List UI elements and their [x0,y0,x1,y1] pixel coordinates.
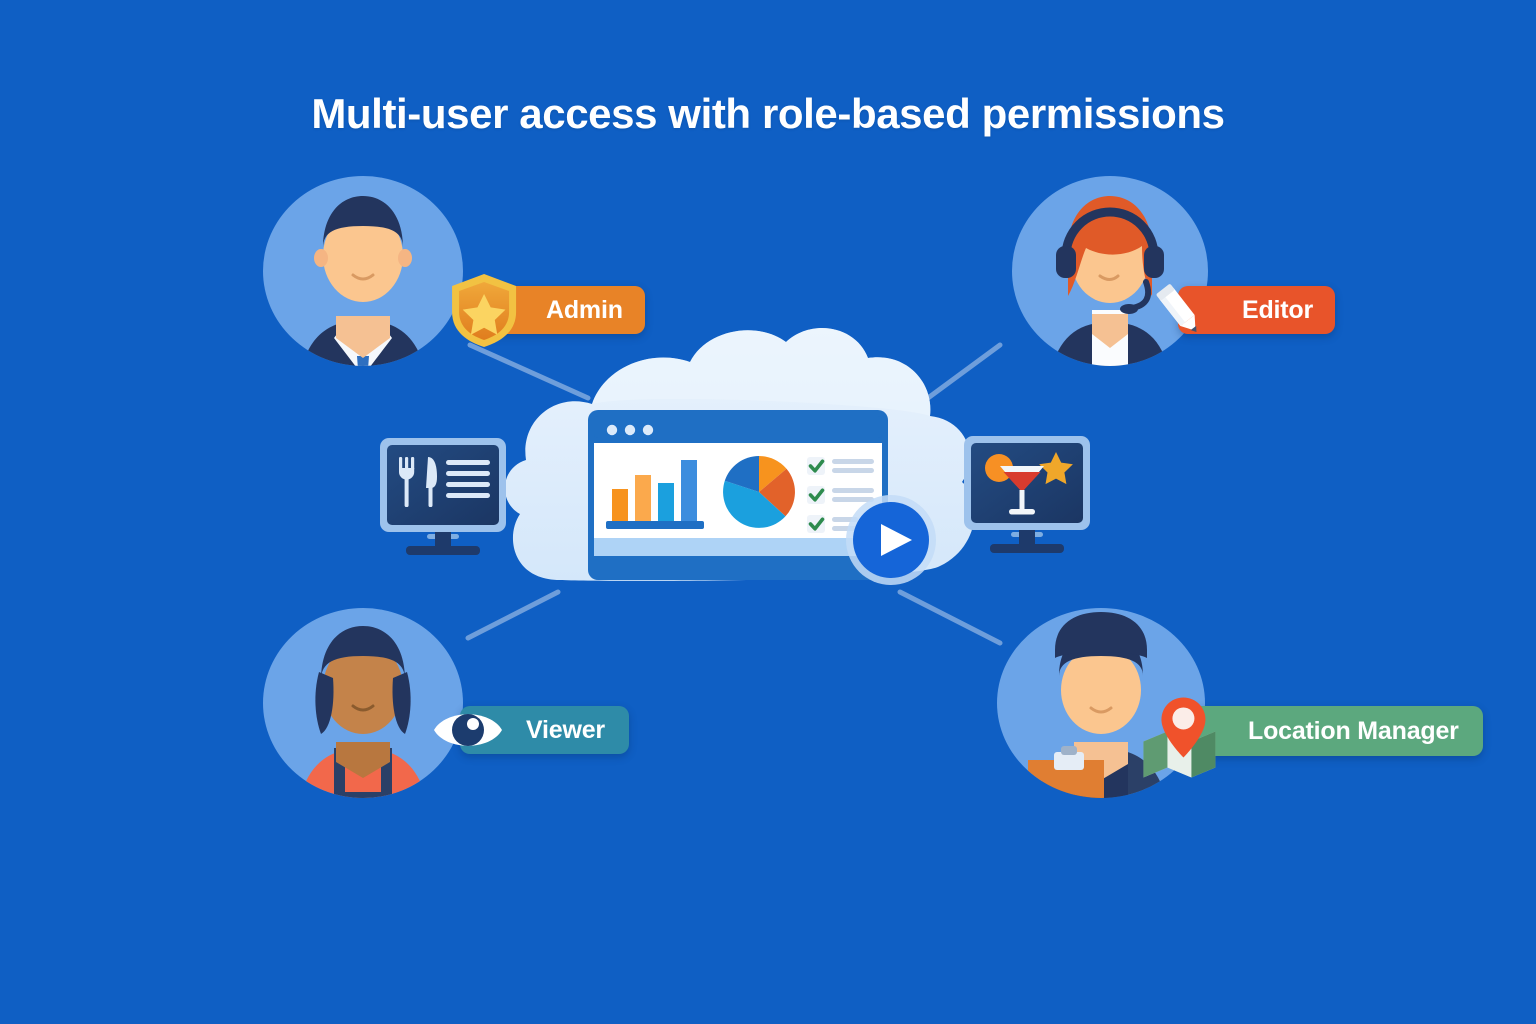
pie-slice-4 [724,456,759,492]
orange-slice-icon [985,454,1013,482]
pie-slice-1 [759,456,787,492]
pie-slice-3 [723,480,786,528]
star-icon [1039,452,1073,485]
role-badge-label: Viewer [526,715,605,744]
role-badge-location-manager[interactable]: Location Manager [1143,697,1483,778]
window-dots [606,424,654,436]
menu-line-list [446,460,490,498]
role-badge-admin[interactable]: Admin [452,274,645,347]
play-triangle-icon [881,524,912,556]
role-badge-label: Admin [546,295,623,324]
connector-editor [925,342,1003,401]
connector-location-manager [897,589,1003,646]
bar-3 [658,483,674,523]
play-button[interactable] [846,495,936,585]
bar-1 [612,489,628,523]
role-badge-editor[interactable]: Editor [1156,284,1336,334]
viewer-avatar [263,608,463,798]
dashboard-pie-chart [723,456,795,528]
role-badge-label: Editor [1242,295,1314,324]
connector-admin [467,342,591,401]
role-badge-label: Location Manager [1248,716,1459,745]
knife-icon [426,457,437,507]
drinks-menu-monitor [964,436,1090,553]
role-badge-viewer[interactable]: Viewer [434,706,629,754]
bar-baseline [606,521,704,529]
fork-icon [399,457,415,507]
page-title: Multi-user access with role-based permis… [311,90,1225,138]
cocktail-icon [1000,466,1044,515]
connector-lines [465,342,1003,646]
checklist-item [807,457,874,475]
admin-avatar [263,176,463,366]
dashboard-bar-chart [606,460,704,529]
checklist-item [807,486,874,504]
restaurant-menu-monitor [380,438,506,555]
editor-avatar [1012,176,1208,366]
pie-slice-2 [759,468,795,517]
bar-4 [681,460,697,523]
connector-viewer [465,589,561,641]
dashboard-window [588,410,888,580]
bar-2 [635,475,651,523]
